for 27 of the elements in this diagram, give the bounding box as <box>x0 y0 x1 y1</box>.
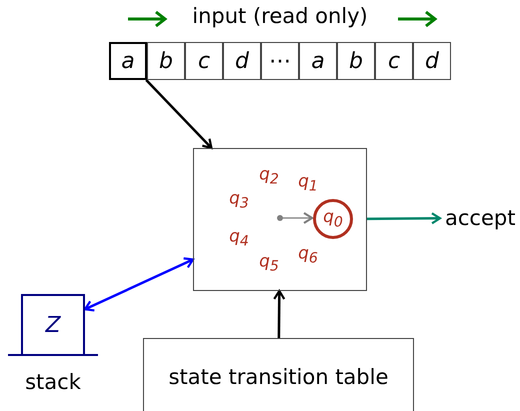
tape-cell: d <box>223 42 261 80</box>
arrow <box>145 79 213 150</box>
tape-cell: c <box>375 42 413 80</box>
control-box <box>193 148 367 291</box>
arrow <box>273 290 286 338</box>
tape-cell: b <box>147 42 185 80</box>
arrow <box>367 212 442 224</box>
title: input (read only) <box>191 4 369 28</box>
state-label: q$_{2}$ <box>259 165 279 189</box>
state-label: q$_{1}$ <box>298 172 318 196</box>
state-label: q$_{3}$ <box>229 189 249 213</box>
stack-box: Z <box>21 294 85 354</box>
state-label: q$_{4}$ <box>229 227 249 251</box>
state-label: q$_{6}$ <box>298 244 318 268</box>
tape-cell: a <box>109 42 147 80</box>
arrow <box>84 257 194 312</box>
table-box: state transition table <box>143 338 414 411</box>
tape-cell: d <box>413 42 451 80</box>
state-label: q$_{5}$ <box>259 252 279 276</box>
output-label: accept <box>440 204 516 232</box>
state-circle: q$_{0}$ <box>313 199 353 239</box>
tape-cell: c <box>185 42 223 80</box>
tape-cell: b <box>337 42 375 80</box>
arrow <box>277 212 314 224</box>
tape-cell: ⋯ <box>261 42 299 80</box>
stack-label: stack <box>24 370 82 394</box>
tape-cell: a <box>299 42 337 80</box>
